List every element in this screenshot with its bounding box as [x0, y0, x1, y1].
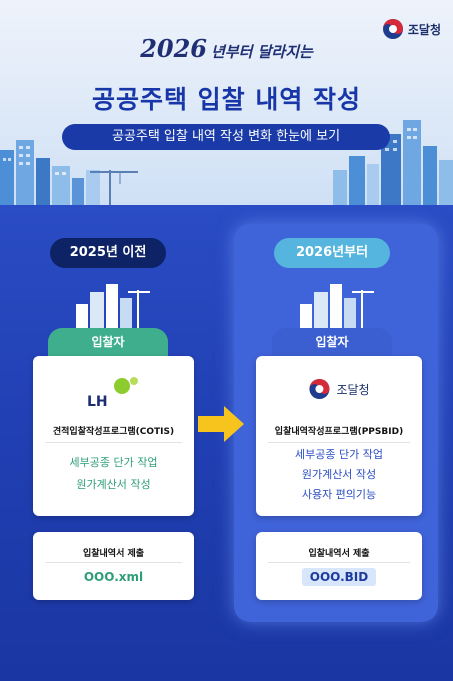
buildings-illustration-before — [76, 284, 150, 330]
file-name-after-wrap: OOO.BID — [256, 568, 422, 586]
divider — [45, 562, 182, 563]
lh-logo-text: LH — [87, 394, 108, 410]
feature-item: 원가계산서 작성 — [76, 478, 151, 491]
feature-item: 세부공종 단가 작업 — [295, 448, 383, 461]
taegeuk-icon — [309, 379, 330, 399]
city-skyline-right-illustration — [333, 120, 453, 205]
program-name-after: 입찰내역작성프로그램(PPSBID) — [274, 427, 404, 437]
ministry-logo-card: 조달청 — [308, 378, 370, 400]
ministry-name: 조달청 — [407, 22, 441, 37]
era-badge-after: 2026년부터 — [274, 238, 390, 268]
program-card-before: LH 견적입찰작성프로그램(COTIS) 세부공종 단가 작업 원가계산서 작성 — [33, 356, 194, 516]
ministry-logo: 조달청 — [382, 18, 441, 40]
program-card-after: 조달청 입찰내역작성프로그램(PPSBID) 세부공종 단가 작업 원가계산서 … — [256, 356, 422, 516]
role-tag-before: 입찰자 — [48, 328, 168, 356]
submit-card-after: 입찰내역서 제출 OOO.BID — [256, 532, 422, 600]
arrow-right-icon — [198, 406, 244, 442]
divider — [268, 442, 410, 443]
submit-title-after: 입찰내역서 제출 — [308, 549, 370, 559]
header-year: 2026 — [140, 34, 207, 63]
feature-item: 사용자 편의기능 — [301, 488, 377, 501]
divider — [268, 562, 410, 563]
file-name-after: OOO.BID — [301, 568, 377, 586]
page-title: 공공주택 입찰 내역 작성 — [91, 85, 362, 114]
role-tag-after: 입찰자 — [272, 328, 392, 356]
summary-pill: 공공주택 입찰 내역 작성 변화 한눈에 보기 — [62, 124, 390, 150]
submit-title-before: 입찰내역서 제출 — [82, 549, 145, 559]
submit-card-before: 입찰내역서 제출 OOO.xml — [33, 532, 194, 600]
feature-item: 원가계산서 작성 — [301, 468, 377, 481]
feature-item: 세부공종 단가 작업 — [69, 456, 158, 469]
program-name-before: 견적입찰작성프로그램(COTIS) — [52, 427, 175, 437]
city-skyline-left-illustration — [0, 140, 138, 205]
ministry-name-card: 조달청 — [336, 382, 370, 397]
era-badge-before: 2025년 이전 — [50, 238, 166, 268]
file-name-before: OOO.xml — [83, 570, 144, 584]
taegeuk-icon — [382, 19, 403, 39]
divider — [45, 442, 182, 443]
header-tagline-text: 년부터 달라지는 — [210, 43, 313, 61]
lh-logo-icon — [113, 377, 138, 394]
buildings-illustration-after — [300, 284, 374, 330]
